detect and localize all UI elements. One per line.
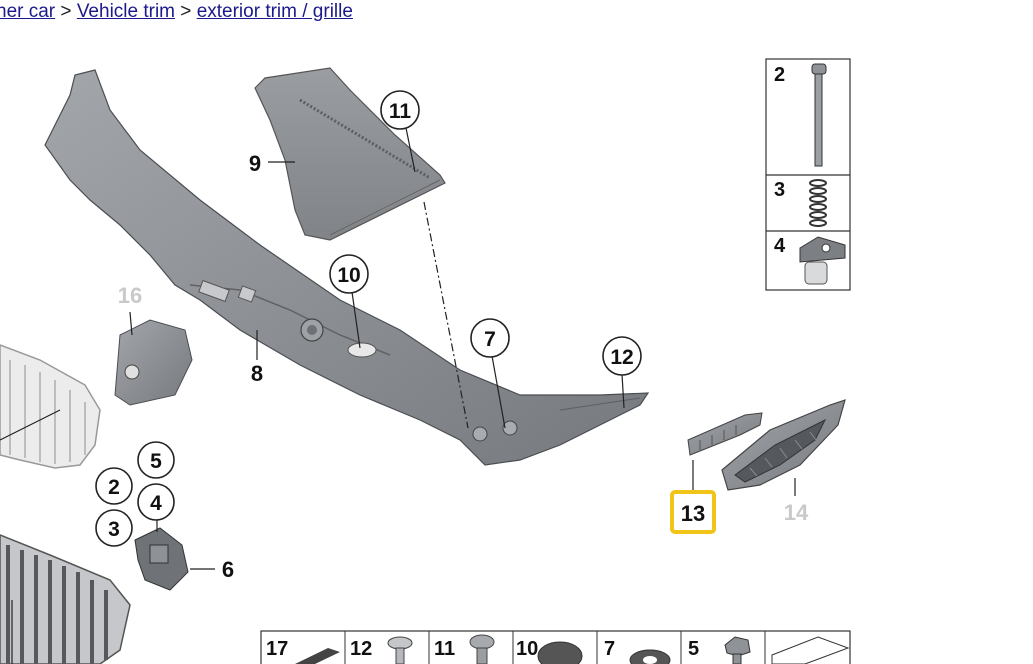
- callout-16-label: 16: [118, 283, 142, 308]
- legend-cell-11[interactable]: 11: [434, 634, 495, 664]
- callout-14-label: 14: [784, 500, 809, 525]
- callout-11[interactable]: 11: [380, 90, 420, 130]
- leader-lines: [0, 127, 796, 664]
- breadcrumb-link-car[interactable]: her car: [0, 1, 56, 22]
- callout-12-label: 12: [610, 346, 633, 369]
- legend-label-5: 5: [688, 638, 699, 660]
- callout-4-label: 4: [150, 492, 162, 515]
- part-13-strip: [687, 412, 763, 456]
- callout-9-label: 9: [249, 151, 261, 176]
- legend-cell-5[interactable]: 5: [688, 636, 751, 664]
- callout-12[interactable]: 12: [602, 336, 642, 376]
- callout-16[interactable]: 16: [118, 283, 142, 308]
- callout-10[interactable]: 10: [329, 254, 369, 294]
- legend-cell-17[interactable]: 17: [266, 638, 340, 664]
- callout-9[interactable]: 9: [249, 151, 261, 176]
- legend-label-17: 17: [266, 638, 288, 660]
- legend-label-11: 11: [434, 638, 455, 660]
- part-8-cowl-panel: [44, 69, 650, 466]
- breadcrumb-separator: >: [60, 1, 72, 22]
- callout-13-label: 13: [681, 501, 705, 526]
- legend-cell-3[interactable]: 3: [774, 179, 827, 227]
- legend-label-10: 10: [516, 638, 538, 660]
- callout-7[interactable]: 7: [470, 318, 510, 358]
- callout-3[interactable]: 3: [95, 509, 133, 547]
- callout-7-label: 7: [484, 328, 496, 351]
- callout-4[interactable]: 4: [137, 483, 175, 521]
- part-16-bracket: [114, 319, 193, 406]
- callout-5-label: 5: [150, 450, 162, 473]
- callout-2[interactable]: 2: [95, 467, 133, 505]
- kidney-grille-lower: [0, 534, 131, 664]
- callout-6-label: 6: [222, 557, 234, 582]
- legend-cell-blank[interactable]: [771, 636, 850, 664]
- callout-13-highlighted[interactable]: 13: [670, 490, 716, 534]
- legend-label-7: 7: [604, 638, 615, 660]
- callout-8-label: 8: [251, 361, 263, 386]
- callout-11-label: 11: [389, 100, 412, 123]
- breadcrumb-link-vehicle-trim[interactable]: Vehicle trim: [76, 1, 176, 22]
- legend-cell-7[interactable]: 7: [604, 638, 671, 664]
- fastener-legend-right: 2 3 4: [765, 58, 851, 291]
- legend-cell-2[interactable]: 2: [774, 63, 827, 167]
- part-6-clip: [134, 527, 189, 591]
- legend-cell-4[interactable]: 4: [774, 235, 846, 285]
- callout-10-label: 10: [337, 264, 360, 287]
- legend-label-4: 4: [774, 235, 786, 257]
- callout-6[interactable]: 6: [222, 557, 234, 582]
- legend-cell-12[interactable]: 12: [350, 636, 413, 664]
- part-9-cover-panel: [254, 67, 446, 241]
- callout-14[interactable]: 14: [784, 500, 809, 525]
- fastener-legend-bottom: 17 12 11 10 7 5: [260, 630, 851, 664]
- legend-label-2: 2: [774, 64, 785, 86]
- callout-8[interactable]: 8: [251, 361, 263, 386]
- callout-3-label: 3: [108, 518, 120, 541]
- callout-5[interactable]: 5: [137, 441, 175, 479]
- legend-label-12: 12: [350, 638, 372, 660]
- legend-cell-10[interactable]: 10: [516, 638, 583, 664]
- legend-label-3: 3: [774, 179, 785, 201]
- breadcrumb-link-exterior-trim-grille[interactable]: exterior trim / grille: [196, 1, 353, 22]
- callout-2-label: 2: [108, 476, 120, 499]
- kidney-grille-upper: [0, 344, 101, 469]
- breadcrumb-separator: >: [180, 1, 192, 22]
- part-14-vent: [721, 399, 846, 491]
- breadcrumb: her car > Vehicle trim > exterior trim /…: [0, 0, 353, 24]
